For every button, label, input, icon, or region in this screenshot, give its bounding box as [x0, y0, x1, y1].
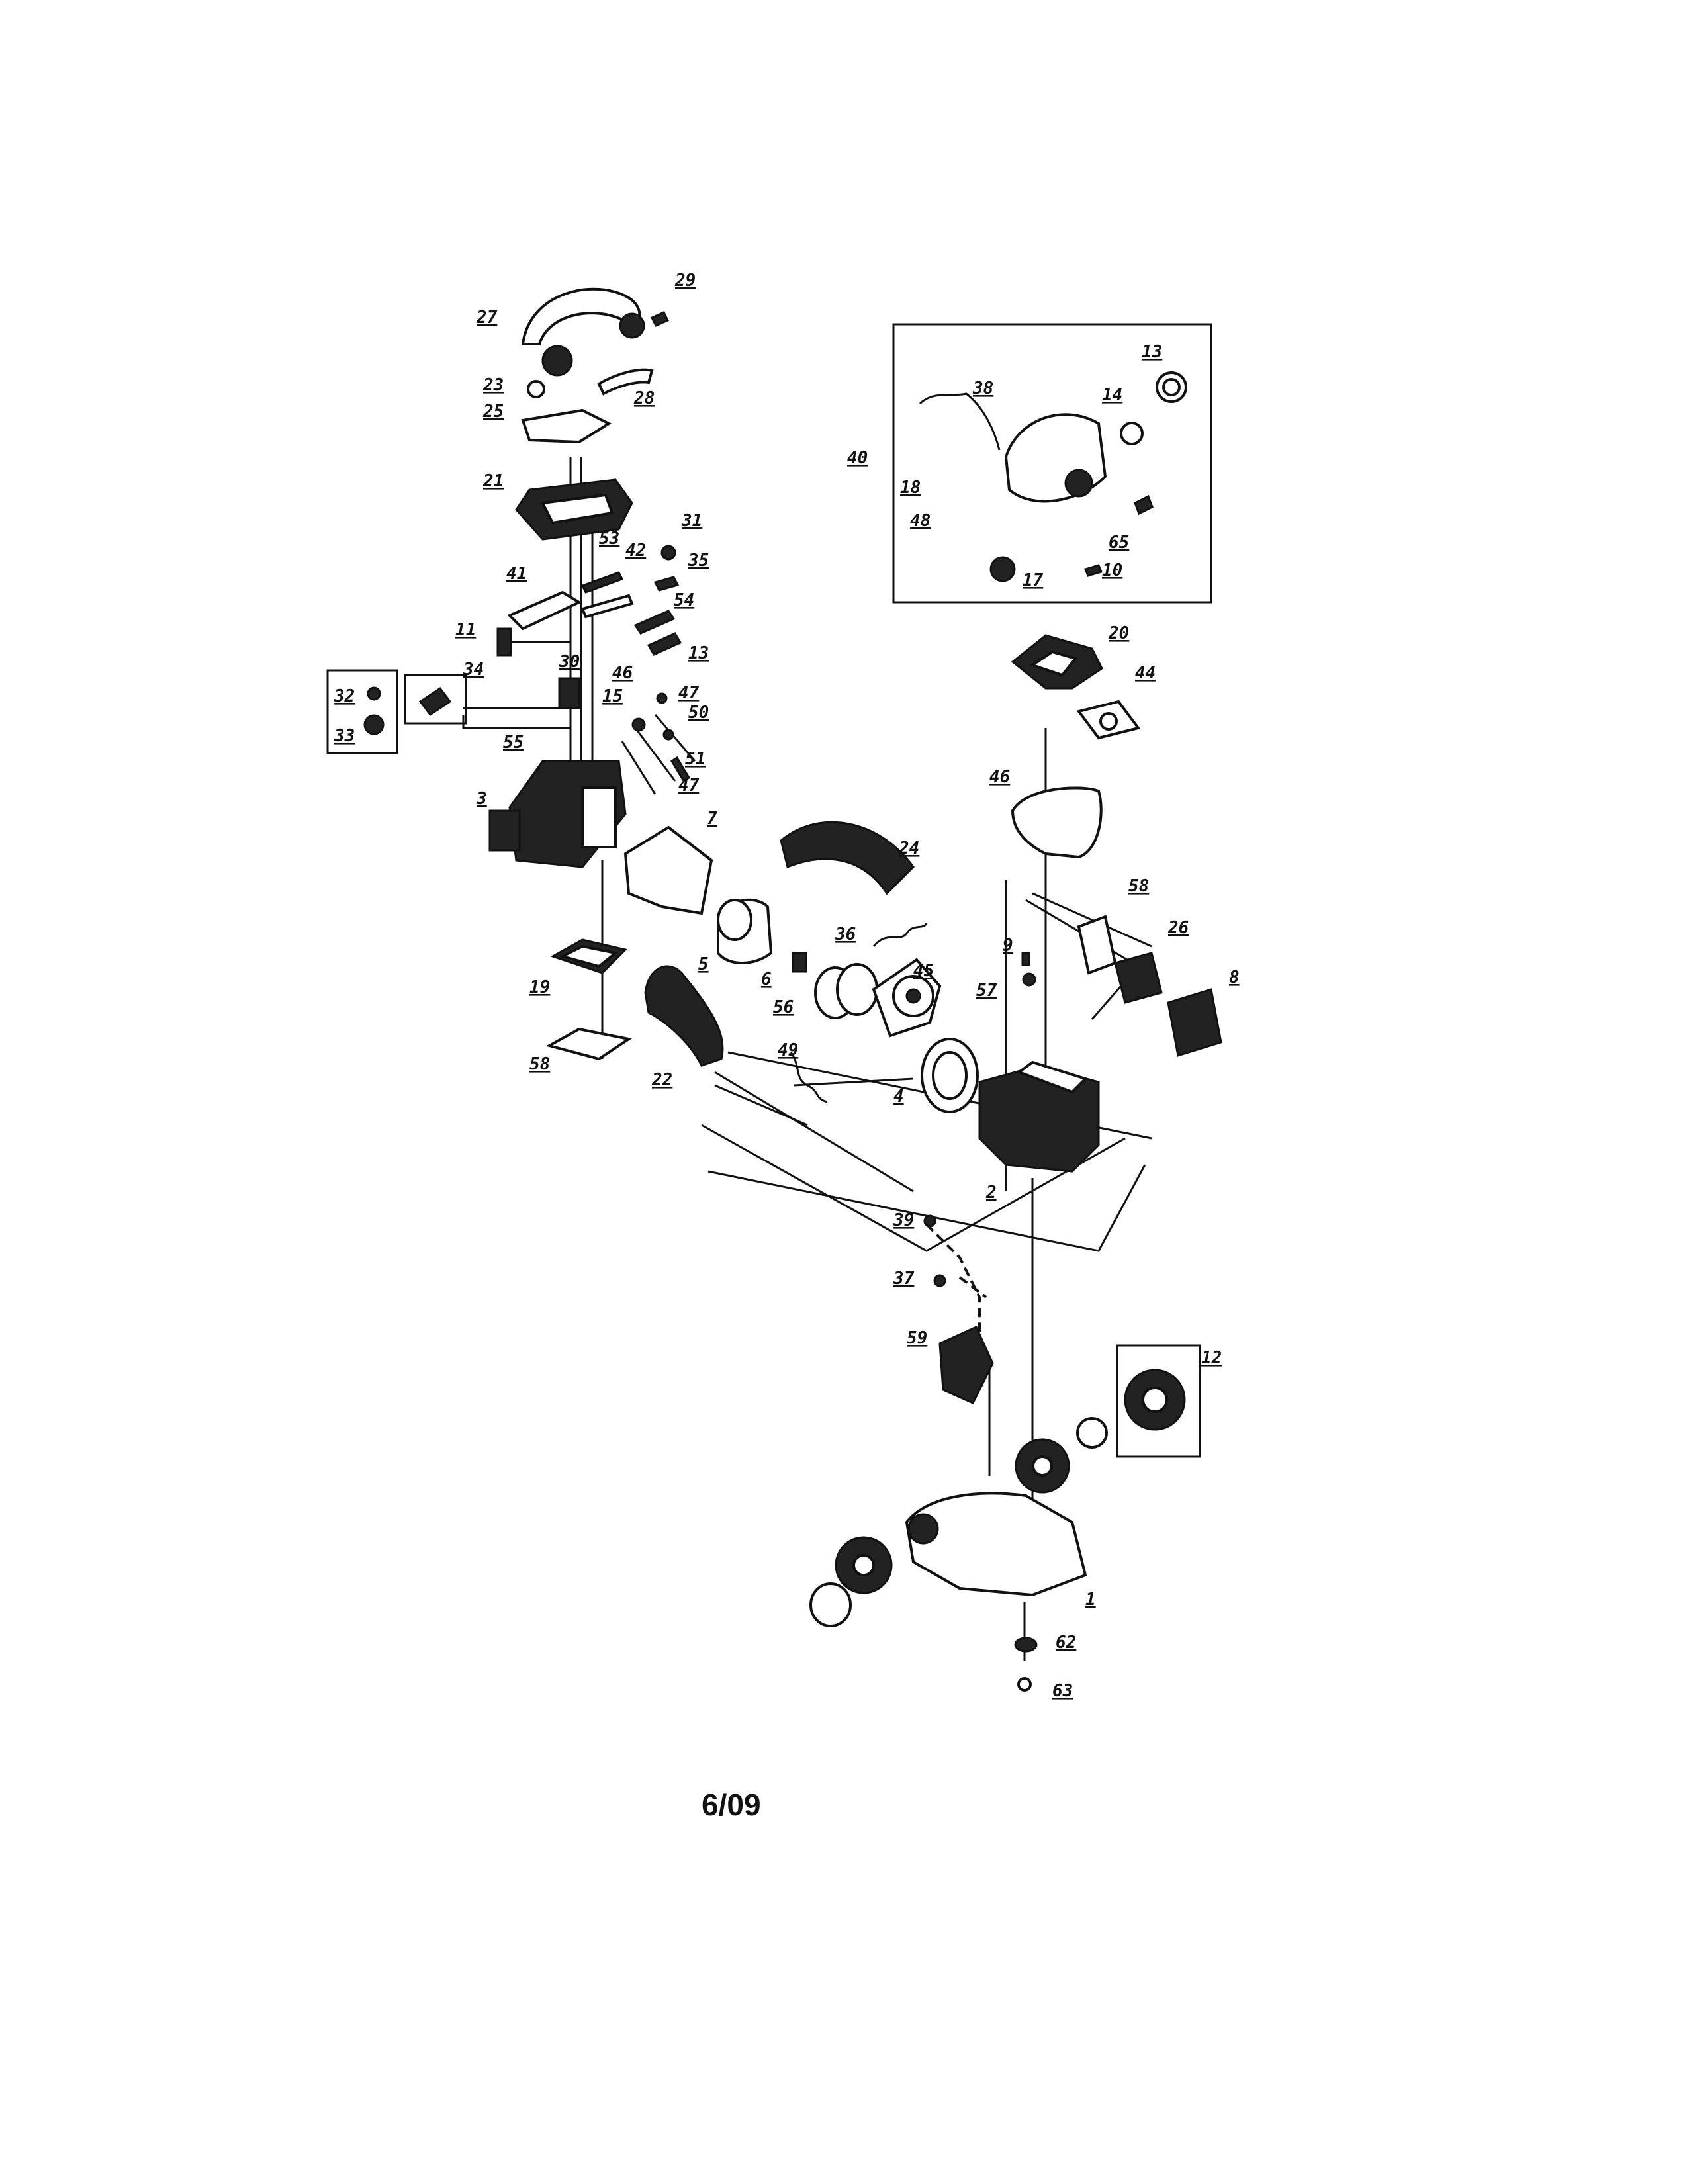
callout-28: 28	[633, 388, 655, 408]
callout-59: 59	[907, 1328, 927, 1348]
callout-4: 4	[893, 1087, 904, 1107]
base-part	[905, 1492, 1087, 1597]
callout-48: 48	[910, 511, 931, 531]
callout-3: 3	[476, 789, 487, 809]
chute-part	[623, 825, 713, 915]
callout-24: 24	[898, 839, 919, 858]
callout-17: 17	[1023, 570, 1044, 590]
callout-8: 8	[1229, 968, 1240, 987]
callout-19: 19	[529, 978, 550, 997]
filter-pad-part	[545, 1027, 633, 1061]
callout-12: 12	[1201, 1348, 1222, 1368]
upper-shroud-part	[780, 821, 915, 895]
callout-45: 45	[913, 961, 934, 981]
callout-13: 13	[1142, 342, 1162, 362]
callout-25: 25	[482, 402, 504, 422]
callout-31: 31	[681, 511, 702, 531]
callout-49: 49	[778, 1040, 798, 1060]
switch-plate-part	[507, 590, 582, 631]
callout-55: 55	[503, 733, 524, 752]
switch-detail-box	[404, 674, 467, 725]
callout-18: 18	[900, 478, 921, 498]
callout-labels: 2927282325215342413135541113303432334647…	[334, 271, 1240, 1701]
callout-7: 7	[707, 809, 717, 829]
belt-cover-part	[938, 1326, 994, 1404]
callout-38: 38	[972, 379, 993, 398]
wheel-kit-box	[1116, 1344, 1201, 1458]
callout-32: 32	[334, 686, 355, 706]
switch-kit-box	[326, 669, 398, 754]
callout-54: 54	[674, 590, 694, 610]
dust-bag-part	[1011, 786, 1103, 859]
callout-14: 14	[1102, 385, 1122, 405]
callout-47: 47	[678, 776, 700, 796]
grip-part	[597, 368, 654, 396]
callout-6: 6	[761, 970, 772, 989]
callout-22: 22	[651, 1070, 672, 1090]
callout-39: 39	[893, 1210, 914, 1230]
callout-56: 56	[773, 997, 794, 1017]
callout-15: 15	[602, 686, 623, 706]
callout-53: 53	[599, 529, 619, 549]
callout-42: 42	[625, 541, 646, 561]
callout-62: 62	[1056, 1633, 1076, 1653]
callout-13: 13	[688, 643, 709, 663]
callout-51: 51	[685, 749, 706, 769]
callout-5: 5	[698, 954, 709, 974]
callout-36: 36	[835, 925, 856, 944]
callout-46: 46	[989, 767, 1010, 787]
callout-63: 63	[1052, 1681, 1073, 1701]
callout-11: 11	[455, 620, 476, 640]
callout-33: 33	[334, 726, 355, 746]
callout-26: 26	[1167, 918, 1189, 938]
callout-65: 65	[1109, 533, 1129, 553]
callout-34: 34	[463, 660, 484, 680]
parts	[363, 287, 1222, 1692]
callout-40: 40	[847, 448, 868, 468]
callout-21: 21	[482, 471, 504, 491]
callout-44: 44	[1135, 663, 1156, 683]
guide-lines	[462, 457, 1152, 1661]
callout-27: 27	[476, 308, 498, 328]
callout-10: 10	[1102, 561, 1122, 580]
page-code: 6/09	[702, 1788, 761, 1822]
callout-20: 20	[1108, 623, 1129, 643]
callout-30: 30	[559, 652, 580, 672]
motor-housing-kit-box	[892, 323, 1212, 604]
callout-58: 58	[529, 1054, 550, 1074]
callout-37: 37	[893, 1269, 915, 1289]
callout-29: 29	[674, 271, 696, 291]
lower-shroud-part	[644, 965, 724, 1067]
callout-50: 50	[688, 703, 709, 723]
callout-57: 57	[976, 981, 997, 1001]
callout-1: 1	[1085, 1590, 1096, 1610]
callout-23: 23	[482, 375, 504, 395]
callout-35: 35	[688, 551, 709, 570]
callout-46: 46	[612, 663, 633, 683]
callout-58: 58	[1128, 876, 1149, 896]
callout-47: 47	[678, 683, 700, 703]
callout-41: 41	[506, 564, 527, 584]
handle-part	[521, 287, 641, 345]
callout-2: 2	[985, 1183, 997, 1203]
cover-part	[521, 408, 612, 444]
callout-9: 9	[1003, 936, 1013, 956]
